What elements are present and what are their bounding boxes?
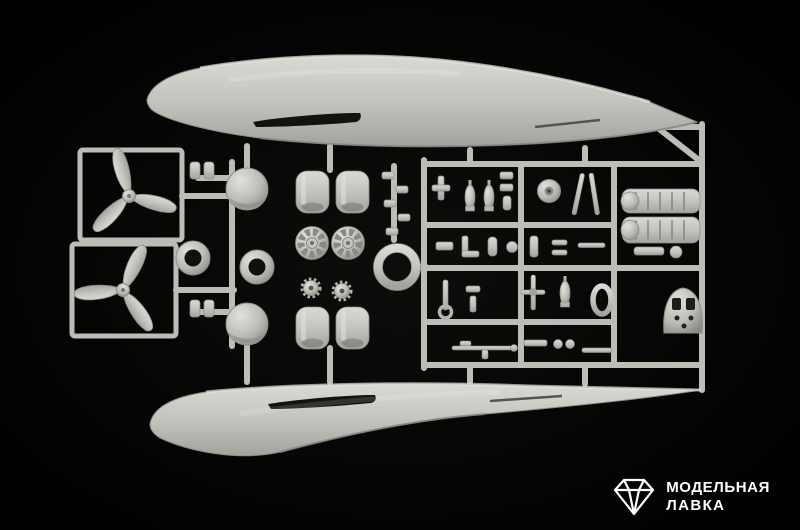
oval-ring-part [590, 283, 614, 317]
detail-parts-grid [431, 171, 703, 360]
machine-gun-part [451, 340, 518, 360]
radial-engine-left [296, 227, 329, 260]
wheel-part [537, 179, 561, 203]
gem-icon [614, 478, 655, 516]
engine-block-upper [620, 188, 701, 214]
mounting-ring [373, 243, 421, 291]
watermark-line2: ЛАВКА [666, 497, 726, 514]
watermark-logo: МОДЕЛЬНАЯ ЛАВКА [612, 477, 770, 517]
canopy-part [663, 287, 703, 334]
engine-cowling-dome-lower [225, 302, 269, 346]
watermark-text: МОДЕЛЬНАЯ ЛАВКА [666, 479, 770, 515]
hinge-parts-column [381, 171, 411, 236]
fuselage-half-upper [146, 54, 699, 148]
small-clips [189, 161, 215, 318]
fuselage-half-lower [149, 382, 702, 457]
watermark-line1: МОДЕЛЬНАЯ [666, 479, 770, 496]
cockpit-opening-lower [268, 395, 376, 409]
radial-engine-right [332, 227, 365, 260]
strut-parts [571, 172, 600, 216]
propeller-frame-upper [77, 147, 185, 243]
propeller-frame-lower [69, 241, 179, 339]
engine-block-lower [620, 216, 701, 244]
cross-part [520, 274, 546, 311]
cockpit-opening-upper [253, 113, 361, 127]
cowl-front-ring-left [175, 240, 211, 276]
engine-cowling-dome-upper [225, 167, 269, 211]
cowl-front-ring-right [239, 249, 275, 285]
